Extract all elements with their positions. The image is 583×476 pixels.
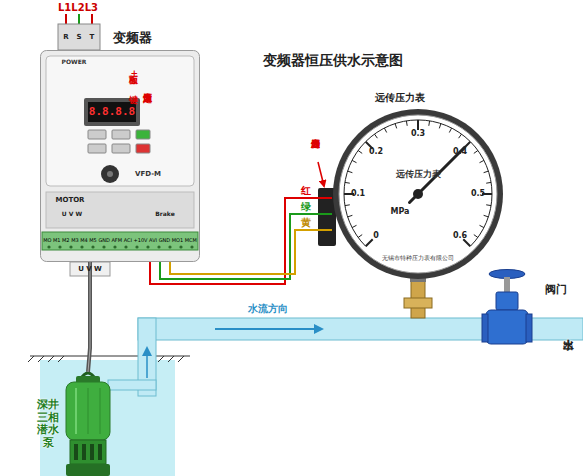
diagram-label: 0.5	[471, 189, 485, 198]
diagram-label: 0.3	[411, 129, 425, 138]
annotation-arrow	[318, 162, 324, 186]
diagram-title: 变频器恒压供水示意图	[263, 52, 403, 68]
output-connector	[70, 262, 110, 276]
node-text: VFD-M	[135, 170, 161, 178]
gate-valve: 阀门	[482, 268, 532, 348]
diagram-label: MPa	[390, 207, 409, 216]
submersible-pump-shape	[62, 372, 114, 476]
wire-path	[88, 262, 90, 372]
node-title: 阀门	[545, 284, 567, 297]
diagram-label: L1L2L3	[58, 2, 98, 14]
diagram-label: 红	[301, 185, 311, 197]
diagram-label: POWER	[62, 59, 87, 66]
diagram-label: 黄	[301, 217, 311, 229]
node-title: 远传压力表	[375, 92, 425, 104]
gauge-fitting	[404, 276, 432, 318]
node-title: 深井三相潜水泵	[36, 399, 60, 450]
diagram-label: Brake	[155, 211, 174, 218]
gate-valve-shape	[482, 268, 532, 348]
diagram-label: 水流方向	[248, 303, 288, 315]
node-text: 远传压力表	[396, 169, 441, 179]
wire-path	[160, 214, 332, 279]
diagram-label: 无锡市特种压力表有限公司	[382, 255, 454, 261]
diagram-label: 0.4	[453, 147, 467, 156]
diagram-label: 0.2	[369, 147, 383, 156]
diagram-label: 0.1	[351, 189, 365, 198]
diagram-label: S	[76, 33, 81, 41]
diagram-label: U V W	[78, 265, 102, 273]
diagram-label: MO M1 M2 M3 M4 M5 GND AFM ACI +10V AVI G…	[43, 238, 197, 244]
wire-path	[88, 262, 90, 372]
diagram-label: 面板+-键	[129, 68, 139, 88]
diagram-label: 8.8.8.8	[89, 106, 135, 119]
diagram-label: 0	[373, 231, 379, 240]
ground-line	[28, 356, 190, 362]
input-terminal	[58, 24, 100, 50]
diagram-label: U V W	[62, 211, 82, 218]
diagram-label: R	[63, 33, 68, 41]
diagram-label: 绿	[301, 201, 311, 213]
inverter-unit: 变频器VFD-M	[40, 50, 200, 262]
node-title: 变频器	[113, 31, 152, 46]
diagram-label: T	[90, 33, 95, 41]
diagram-label: MOTOR	[55, 196, 84, 204]
flow-arrow	[146, 348, 148, 378]
inverter-unit-shape	[40, 50, 200, 262]
motor-cable	[88, 262, 90, 372]
diagram-label: 0.6	[453, 231, 467, 240]
submersible-pump: 深井三相潜水泵	[62, 372, 114, 476]
flow-arrow	[215, 328, 322, 330]
wire-path	[170, 230, 332, 274]
